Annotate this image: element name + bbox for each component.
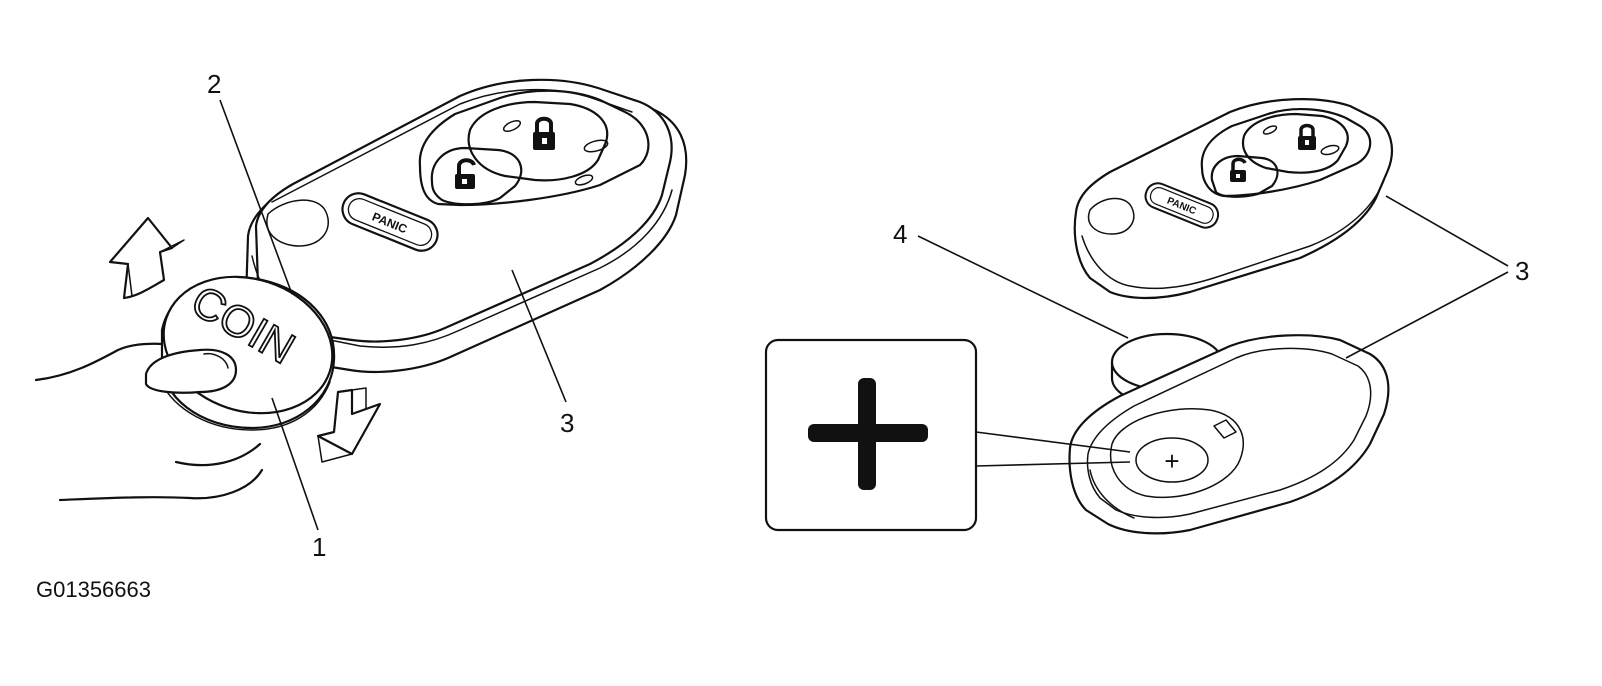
unlock-button [430,146,523,206]
battery-compartment [1109,408,1245,499]
remote-top-cover: PANIC [1073,98,1394,300]
rotate-down-arrow-icon [316,387,382,463]
lock-button [467,100,609,182]
button-bezel [418,89,650,207]
battery-terminal-positive [1135,437,1209,483]
remote-bottom-case: + [1068,334,1390,535]
figure-id: G01356663 [36,577,151,602]
unlock-icon [455,158,476,189]
lock-button [1241,112,1349,174]
unlock-icon [1230,157,1247,182]
panic-button: PANIC [341,192,439,252]
remote-closed: PANIC [244,78,688,374]
panic-button: PANIC [1144,182,1220,229]
indicator-oval [574,174,594,186]
callout-2-leader [219,99,293,295]
callout-1: 1 [312,532,326,562]
polarity-detail-box [764,338,1131,532]
callout-4-leader [917,235,1129,339]
remote-upper-shell [254,78,673,343]
callout-3-right-leader-top [1385,195,1509,267]
callout-2: 2 [207,69,221,99]
callout-1-leader [271,397,319,531]
callout-3-left: 3 [560,408,574,438]
key-ring-hole [1087,197,1135,235]
callout-3-right: 3 [1515,256,1529,286]
case-polarity-mark: + [1164,446,1179,476]
plus-symbol-vertical [858,378,876,490]
callout-3-left-leader [511,269,567,403]
lock-icon [1298,123,1316,150]
lock-icon [533,116,555,150]
indicator-oval [583,139,609,153]
thumb [144,348,238,394]
rotate-up-arrow-icon [108,216,185,300]
indicator-oval [502,119,522,133]
key-ring-hole [266,199,329,247]
callout-3-right-leader-bottom [1345,271,1509,359]
callout-4: 4 [893,219,907,249]
